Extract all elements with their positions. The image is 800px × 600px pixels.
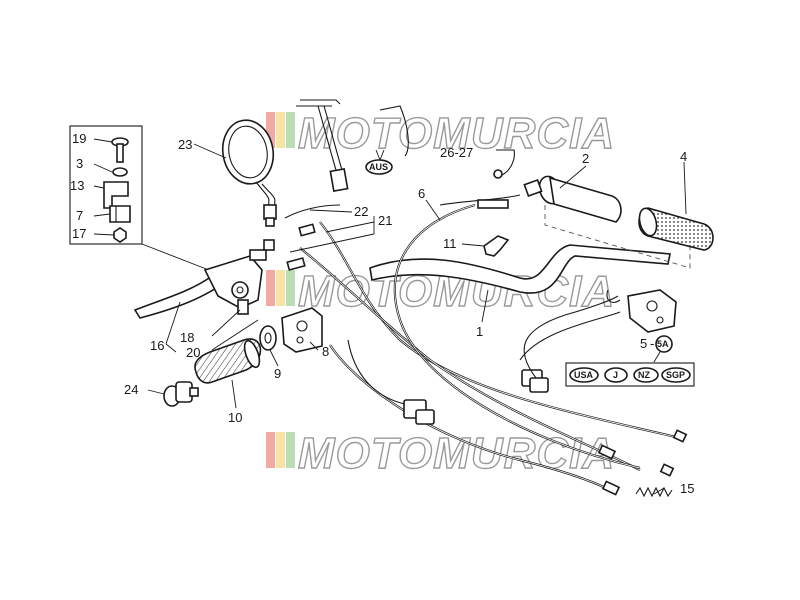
mirror-aus: [296, 99, 515, 192]
callout-5a-circle: [655, 335, 673, 353]
callout-6: 6: [418, 186, 425, 201]
end-cap-part-24: [163, 381, 199, 407]
callout-8: 8: [322, 344, 329, 359]
right-grip-part-4: [638, 207, 714, 251]
clutch-lever-assembly: [133, 239, 275, 319]
callout-13: 13: [70, 178, 84, 193]
callout-17: 17: [72, 226, 86, 241]
cables: [284, 194, 681, 491]
callout-11: 11: [443, 236, 457, 251]
callout-2: 2: [582, 151, 589, 166]
svg-text:MOTOMURCIA: MOTOMURCIA: [298, 429, 615, 478]
callout-3: 3: [76, 156, 83, 171]
callout-10: 10: [228, 410, 242, 425]
svg-text:AUS: AUS: [369, 162, 388, 172]
callouts: 19 3 13 7 17 23 16 18 20 24 10 9 8 22 21…: [70, 131, 694, 496]
left-grip-part-10: [194, 338, 262, 384]
callout-5: 5: [640, 336, 647, 351]
callout-1: 1: [476, 324, 483, 339]
callout-26-27: 26-27: [440, 145, 473, 160]
cable-ends: [286, 199, 688, 496]
callout-7: 7: [76, 208, 83, 223]
spring-part-15: [635, 486, 673, 498]
market-tags-box: USA J NZ SGP: [565, 362, 695, 387]
watermark-bottom: MOTOMURCIA: [266, 428, 615, 479]
callout-5a: 5A: [657, 339, 669, 349]
callout-24: 24: [124, 382, 138, 397]
callout-9: 9: [274, 366, 281, 381]
svg-text:-: -: [650, 336, 654, 351]
callout-16: 16: [150, 338, 164, 353]
callout-23: 23: [178, 137, 192, 152]
callout-20: 20: [186, 345, 200, 360]
wire-connectors: [403, 295, 619, 425]
market-tag-usa: USA: [574, 370, 594, 380]
leader-lines: [93, 138, 687, 495]
mirror-part-23: [221, 119, 277, 227]
market-tag-aus: AUS: [365, 149, 393, 175]
spacer-part-9: [259, 325, 277, 351]
callout-19: 19: [72, 131, 86, 146]
right-switch-part-5: [606, 289, 677, 333]
callout-22: 22: [354, 204, 368, 219]
callout-21: 21: [378, 213, 392, 228]
callout-18: 18: [180, 330, 194, 345]
market-tag-sgp: SGP: [666, 370, 685, 380]
handlebar: [369, 205, 691, 294]
throttle-part-2: [523, 175, 622, 223]
market-tag-nz: NZ: [638, 370, 650, 380]
left-switch-part-8: [281, 307, 323, 353]
svg-text:MOTOMURCIA: MOTOMURCIA: [298, 109, 615, 158]
market-tag-j: J: [613, 370, 618, 380]
callout-4: 4: [680, 149, 687, 164]
clip-part-11: [483, 235, 510, 257]
watermark-top: MOTOMURCIA: [266, 108, 615, 159]
callout-15: 15: [680, 481, 694, 496]
detail-box: [69, 125, 215, 273]
